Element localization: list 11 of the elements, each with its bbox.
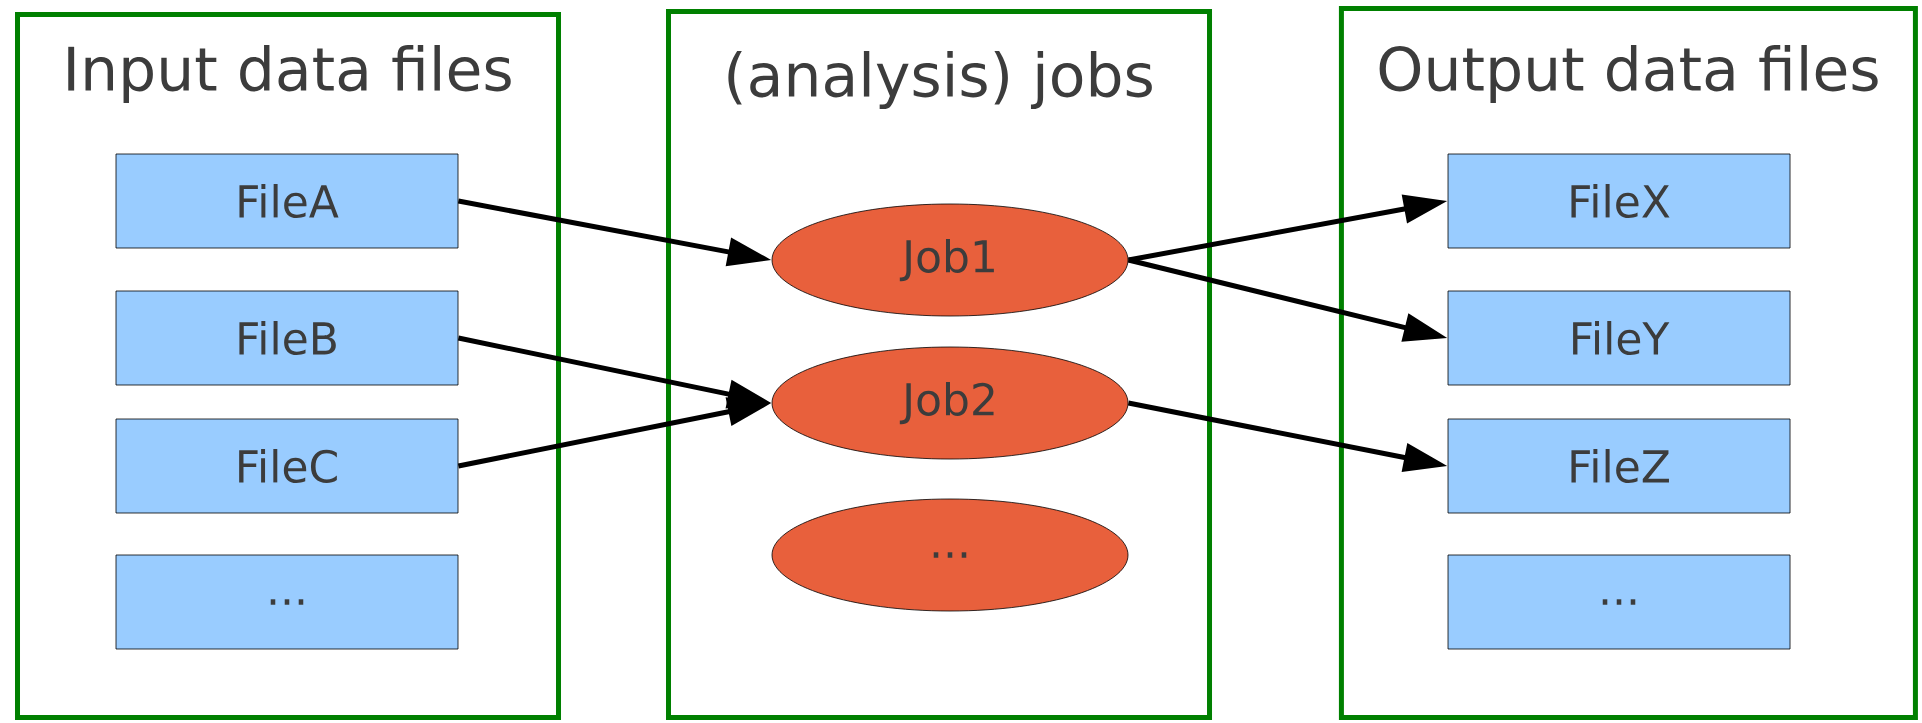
panel-title: Input data files [68, 45, 511, 104]
file-box: FileX [1447, 153, 1791, 249]
file-box: FileZ [1447, 418, 1791, 514]
file-box: FileB [115, 290, 459, 386]
file-box: FileY [1447, 290, 1791, 386]
file-box: ... [1447, 554, 1791, 650]
file-box: FileC [115, 418, 459, 514]
file-box: ... [115, 554, 459, 650]
panel-title: Output data files [1379, 45, 1878, 104]
file-box: FileA [115, 153, 459, 249]
panel-title: (analysis) jobs [728, 51, 1152, 110]
